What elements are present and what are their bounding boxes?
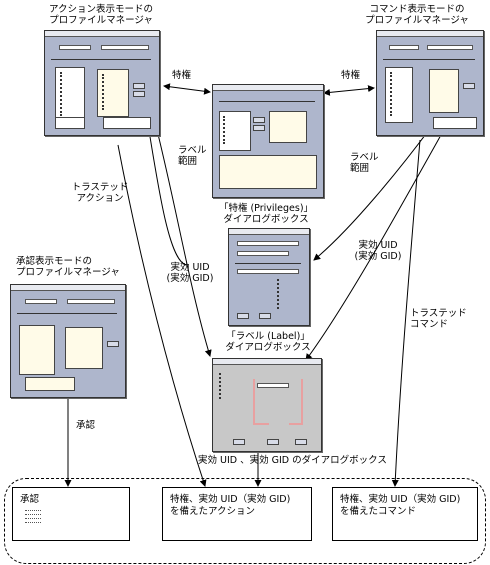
arrow-trusted-action xyxy=(117,144,207,487)
label-range-left-label: ラベル範囲 xyxy=(178,145,207,167)
result-command-box: 特権、実効 UID（実効 GID) を備えたコマンド xyxy=(332,487,478,541)
approve-label: 承認 xyxy=(76,420,96,431)
pm-approve-window xyxy=(10,284,126,398)
trusted-command-label: トラステッドコマンド xyxy=(410,308,467,330)
privileges-dialog-window xyxy=(212,84,324,198)
result-approve-box: 承認 xyxy=(12,487,130,541)
privilege-left-label: 特権 xyxy=(172,70,192,81)
arrow-uid-right xyxy=(313,114,441,261)
label-dialog-label: 「ラベル (Label)」ダイアログボックス xyxy=(225,331,311,353)
result-command-text-1: 特権、実効 UID（実効 GID) xyxy=(340,494,461,505)
uid-gid-right-label: 実効 UID(実効 GID) xyxy=(354,240,402,262)
pm-command-window xyxy=(376,30,484,136)
pm-approve-label: 承認表示モードのプロファイルマネージャ xyxy=(16,256,120,278)
pm-action-window xyxy=(44,30,160,136)
result-action-box: 特権、実効 UID（実効 GID) を備えたアクション xyxy=(162,487,312,541)
privilege-right-label: 特権 xyxy=(341,70,361,81)
privileges-dialog-label: 「特権 (Privileges)」ダイアログボックス xyxy=(218,203,314,225)
result-command-text-2: を備えたコマンド xyxy=(340,506,417,517)
pm-action-label: アクション表示モードのプロファイルマネージャ xyxy=(48,4,154,26)
label-dialog-window xyxy=(212,358,322,452)
arrow-label-range-left xyxy=(152,117,212,357)
result-action-text-1: 特権、実効 UID（実効 GID) xyxy=(170,494,291,505)
arrow-privilege-left xyxy=(163,83,211,95)
uid-gid-left-label: 実効 UID(実効 GID) xyxy=(166,262,214,284)
arrow-privilege-right xyxy=(323,85,375,96)
result-action-text-2: を備えたアクション xyxy=(170,506,256,517)
trusted-action-label: トラステッドアクション xyxy=(71,182,129,204)
result-approve-text: 承認 xyxy=(20,494,40,505)
uid-dialog-window xyxy=(228,228,310,326)
results-group xyxy=(4,478,486,564)
label-range-right-label: ラベル範囲 xyxy=(350,152,379,174)
uid-gid-dialog-label: 実効 UID 、実効 GID のダイアログボックス xyxy=(198,455,387,466)
pm-command-label: コマンド表示モードのプロファイルマネージャ xyxy=(365,4,469,26)
arrow-uid-left xyxy=(146,117,187,266)
arrow-trusted-command xyxy=(391,139,421,487)
